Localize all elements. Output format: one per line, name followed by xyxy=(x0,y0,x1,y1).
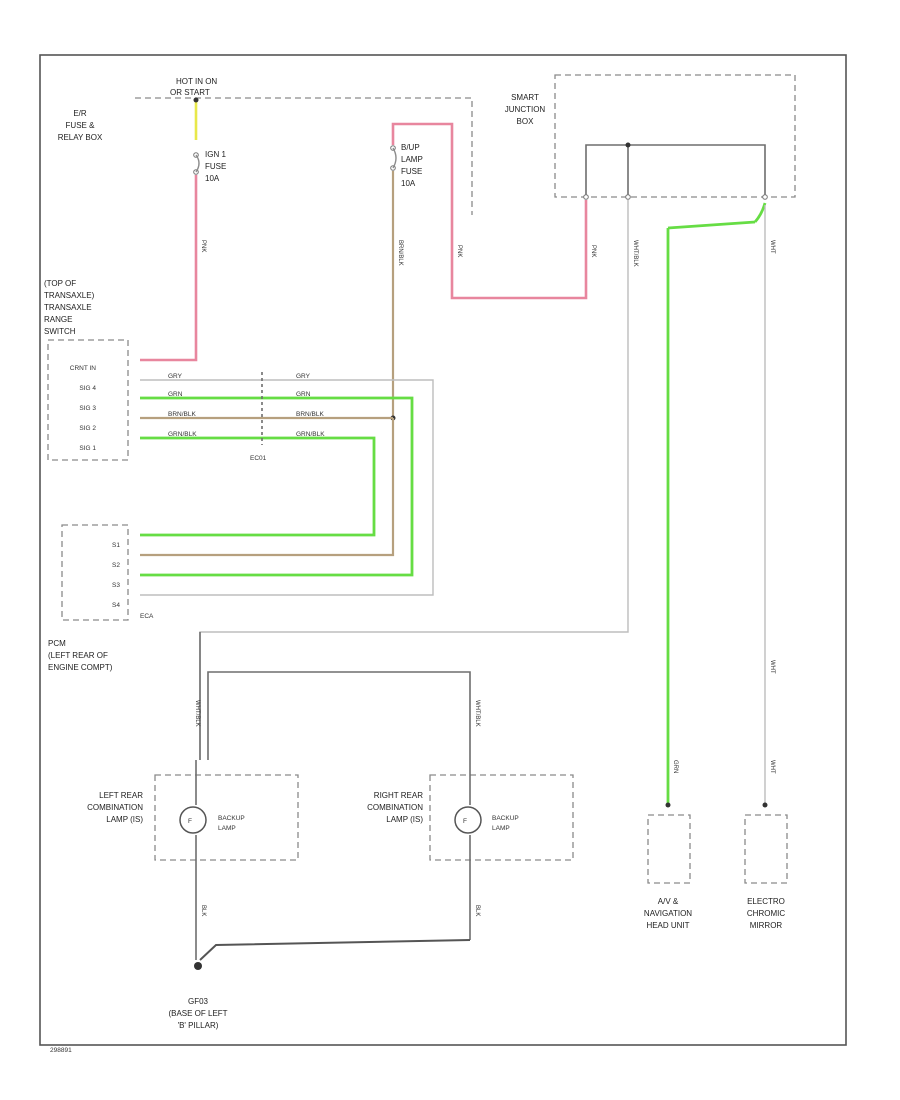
tr-pin-1: CRNT IN xyxy=(70,365,97,372)
transaxle-range-switch: (TOP OF TRANSAXLE) TRANSAXLE RANGE SWITC… xyxy=(44,279,129,461)
pcm-label-1: PCM xyxy=(48,639,66,648)
tr-label-2: TRANSAXLE) xyxy=(44,291,95,300)
head-unit-label-1: A/V & xyxy=(658,897,679,906)
pcm-pin-3: S3 xyxy=(112,582,120,589)
head-unit-label-2: NAVIGATION xyxy=(644,909,692,918)
tr-pin-3: SIG 3 xyxy=(79,405,96,412)
svg-text:WHT: WHT xyxy=(769,660,775,674)
pcm-label-2: (LEFT REAR OF xyxy=(48,651,108,660)
fuse-box-label-3: RELAY BOX xyxy=(58,133,103,142)
svg-text:WHT: WHT xyxy=(769,760,775,774)
pcm-connector-label: ECA xyxy=(140,613,154,620)
pcm-label-3: ENGINE COMPT) xyxy=(48,663,113,672)
left-backup-lamp-bulb xyxy=(179,806,207,834)
head-unit-label-3: HEAD UNIT xyxy=(646,921,689,930)
tr-pin-2: SIG 4 xyxy=(79,385,96,392)
hot-label: HOT IN ON xyxy=(176,77,217,86)
tr-label-3: TRANSAXLE xyxy=(44,303,92,312)
ign-fuse-circuit: IGN 1 FUSE 10A PNK xyxy=(140,97,226,362)
hot-label-2: OR START xyxy=(170,88,210,97)
right-lamp-label-2: COMBINATION xyxy=(367,803,423,812)
tr-connector-label: EC01 xyxy=(250,455,267,462)
svg-text:GRY: GRY xyxy=(296,373,311,380)
left-rear-lamp: WHT/BLK F LEFT REAR COMBINATION LAMP (IS… xyxy=(87,632,471,960)
mirror-label-3: MIRROR xyxy=(750,921,783,930)
right-rear-lamp: F WHT/BLK RIGHT REAR COMBINATION LAMP (I… xyxy=(199,700,574,961)
left-lamp-label-2: COMBINATION xyxy=(87,803,143,812)
svg-text:BRN/BLK: BRN/BLK xyxy=(397,240,403,266)
tr-label-5: SWITCH xyxy=(44,327,76,336)
ground-gf03: GF03 (BASE OF LEFT 'B' PILLAR) xyxy=(168,962,228,1030)
ground-label-3: 'B' PILLAR) xyxy=(178,1021,219,1030)
tr-label-1: (TOP OF xyxy=(44,279,76,288)
backup-fuse-label-1: B/UP xyxy=(401,143,420,152)
tr-to-pcm-wires: GRY GRY GRN GRN BRN/BLK BRN/BLK GRN/BLK … xyxy=(140,372,434,596)
backup-fuse-label-3: FUSE xyxy=(401,167,422,176)
svg-text:BRN/BLK: BRN/BLK xyxy=(168,411,196,418)
svg-text:GRN: GRN xyxy=(296,391,311,398)
backup-fuse-circuit: B/UP LAMP FUSE 10A BRN/BLK PNK PNK xyxy=(390,122,596,421)
mirror-label-1: ELECTRO xyxy=(747,897,785,906)
svg-text:F: F xyxy=(463,818,467,825)
right-backup-lamp-bulb xyxy=(454,806,482,834)
svg-text:BLK: BLK xyxy=(200,905,206,916)
right-backup-lamp-label-2: LAMP xyxy=(492,825,510,832)
svg-text:PNK: PNK xyxy=(200,240,206,252)
svg-text:PNK: PNK xyxy=(590,245,596,257)
svg-text:GRN: GRN xyxy=(672,760,678,773)
svg-text:GRN: GRN xyxy=(168,391,183,398)
svg-text:WHT: WHT xyxy=(769,240,775,254)
svg-text:GRN/BLK: GRN/BLK xyxy=(168,431,197,438)
mirror-label-2: CHROMIC xyxy=(747,909,785,918)
sjb-outputs: WHT/BLK GRN WHT WHT WHT xyxy=(199,200,775,808)
bulb-glyph: F xyxy=(188,818,192,825)
pcm-pin-2: S2 xyxy=(112,562,120,569)
svg-text:BLK: BLK xyxy=(474,905,480,916)
tr-label-4: RANGE xyxy=(44,315,72,324)
left-backup-lamp-label-2: LAMP xyxy=(218,825,236,832)
right-lamp-label-3: LAMP (IS) xyxy=(386,815,423,824)
svg-text:PNK: PNK xyxy=(456,245,462,257)
ground-label-1: GF03 xyxy=(188,997,209,1006)
ign-fuse-label-2: FUSE xyxy=(205,162,226,171)
svg-text:GRY: GRY xyxy=(168,373,183,380)
ign-fuse-label-1: IGN 1 xyxy=(205,150,226,159)
sjb-label-2: JUNCTION xyxy=(505,105,546,114)
svg-text:WHT/BLK: WHT/BLK xyxy=(474,700,480,727)
right-lamp-label-1: RIGHT REAR xyxy=(374,791,423,800)
diagram-frame xyxy=(39,54,847,1046)
tr-pin-4: SIG 2 xyxy=(79,425,96,432)
av-navigation-head-unit: A/V & NAVIGATION HEAD UNIT xyxy=(644,814,692,930)
fuse-relay-box: HOT IN ON OR START E/R FUSE & RELAY BOX xyxy=(58,77,473,215)
fuse-box-label-2: FUSE & xyxy=(66,121,96,130)
footer-code: 298891 xyxy=(50,1047,72,1054)
svg-text:WHT/BLK: WHT/BLK xyxy=(632,240,638,267)
smart-junction-box: SMART JUNCTION BOX xyxy=(505,74,796,230)
pcm-pin-4: S4 xyxy=(112,602,120,609)
electrochromic-mirror: ELECTRO CHROMIC MIRROR xyxy=(744,814,788,930)
ign-fuse-label-3: 10A xyxy=(205,174,220,183)
backup-fuse-label-2: LAMP xyxy=(401,155,423,164)
sjb-label-1: SMART xyxy=(511,93,539,102)
left-lamp-label-1: LEFT REAR xyxy=(99,791,143,800)
svg-text:WHT/BLK: WHT/BLK xyxy=(194,700,200,727)
backup-fuse-label-4: 10A xyxy=(401,179,416,188)
pcm: S1 S2 S3 S4 ECA PCM (LEFT REAR OF ENGINE… xyxy=(48,524,154,672)
pcm-pin-1: S1 xyxy=(112,542,120,549)
left-lamp-label-3: LAMP (IS) xyxy=(106,815,143,824)
svg-text:BRN/BLK: BRN/BLK xyxy=(296,411,324,418)
left-backup-lamp-label-1: BACKUP xyxy=(218,815,245,822)
tr-pin-5: SIG 1 xyxy=(79,445,96,452)
ground-label-2: (BASE OF LEFT xyxy=(168,1009,227,1018)
sjb-label-3: BOX xyxy=(517,117,535,126)
svg-text:GRN/BLK: GRN/BLK xyxy=(296,431,325,438)
fuse-box-label-1: E/R xyxy=(73,109,87,118)
right-backup-lamp-label-1: BACKUP xyxy=(492,815,519,822)
